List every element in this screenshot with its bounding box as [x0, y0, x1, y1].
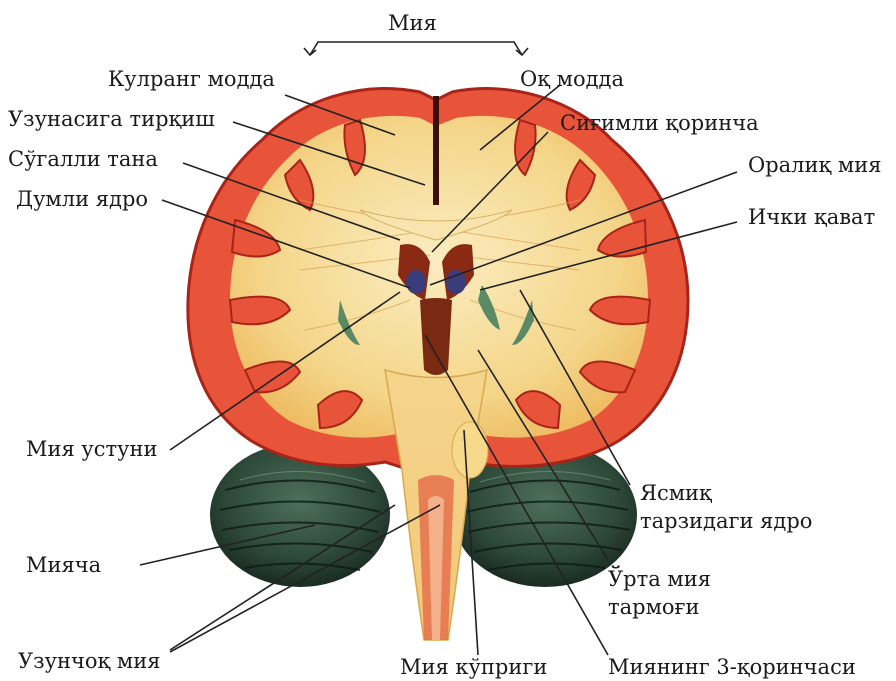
label-internal-capsule: Ички қават: [748, 204, 875, 230]
label-lentiform-1: Ясмиқ: [640, 480, 712, 506]
label-third-ventricle: Миянинг 3-қоринчаси: [608, 654, 856, 680]
third-ventricle: [420, 298, 452, 375]
label-gray-matter: Кулранг модда: [108, 66, 275, 92]
label-fornix: Мия устуни: [26, 436, 158, 462]
label-diencephalon: Оралиқ мия: [748, 152, 882, 178]
label-caudate-nucleus: Думли ядро: [16, 186, 148, 212]
label-midbrain-2: тармоғи: [608, 594, 700, 620]
label-medulla: Узунчоқ мия: [18, 648, 161, 674]
label-midbrain-1: Ўрта мия: [608, 566, 711, 592]
label-longitudinal-fissure: Узунасига тирқиш: [8, 106, 215, 132]
label-white-matter: Оқ модда: [520, 66, 624, 92]
label-corpus-callosum: Сўгалли тана: [8, 146, 158, 172]
label-lateral-ventricle: Сиғимли қоринча: [560, 110, 759, 136]
label-lentiform-2: тарзидаги ядро: [640, 508, 812, 534]
label-brain: Мия: [388, 10, 437, 36]
label-pons: Мия кўприги: [400, 654, 547, 680]
label-cerebellum: Мияча: [26, 552, 101, 578]
